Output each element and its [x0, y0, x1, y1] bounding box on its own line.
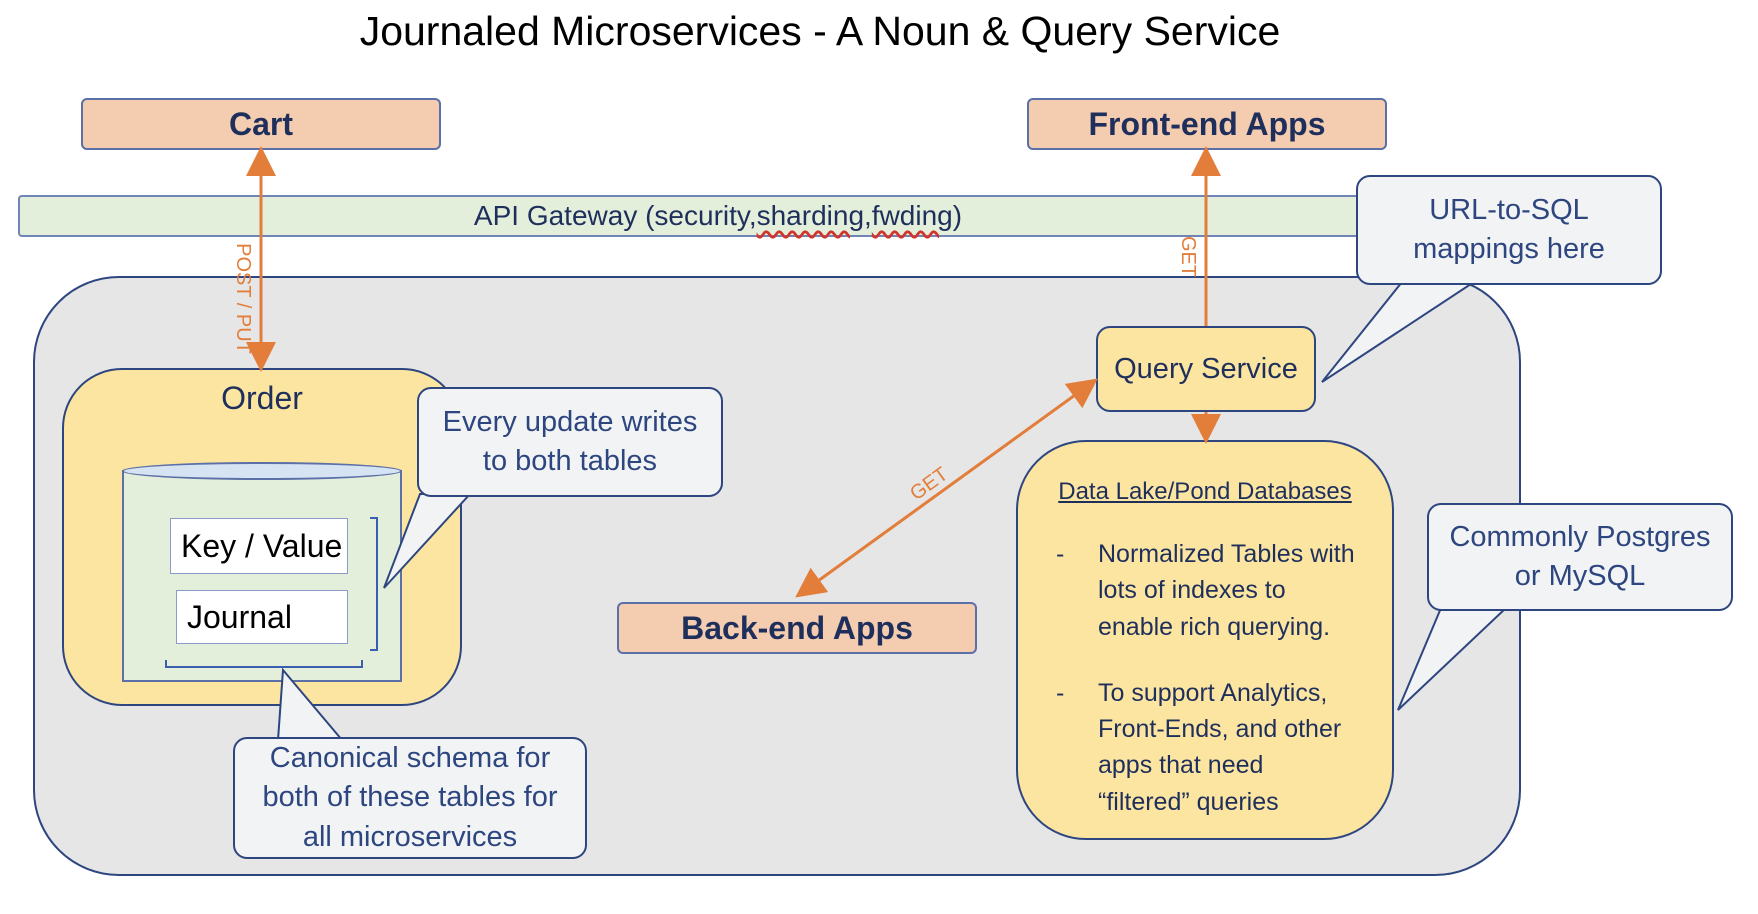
- journal-table: Journal: [176, 590, 348, 644]
- query-service-box: Query Service: [1096, 326, 1316, 412]
- get-front-label: GET: [1177, 235, 1200, 277]
- postgres-callout-tail: [1397, 607, 1509, 711]
- api-gateway-suffix: ): [952, 200, 963, 231]
- backend-query-arrow: [795, 378, 1098, 598]
- data-lake-bullet: - Normalized Tables with lots of indexes…: [1052, 536, 1358, 645]
- schema-bracket: [165, 660, 363, 668]
- url-sql-callout-tail: [1321, 281, 1478, 383]
- api-gateway-sharding: sharding: [756, 200, 865, 231]
- back-end-apps-box: Back-end Apps: [617, 602, 977, 654]
- get-back-label: GET: [906, 462, 953, 505]
- get-front-label-wrap: GET: [1168, 235, 1208, 277]
- bullet-marker: -: [1056, 678, 1065, 707]
- data-lake-title: Data Lake/Pond Databases: [1058, 478, 1352, 505]
- postgres-callout: Commonly Postgres or MySQL: [1427, 503, 1733, 611]
- api-gateway-mid: ,: [864, 200, 872, 231]
- post-put-label: POST / PUT: [231, 242, 254, 354]
- order-label: Order: [221, 380, 303, 416]
- database-cylinder-top: [122, 462, 402, 480]
- database-cylinder: [122, 470, 402, 682]
- get-back-label-wrap: GET: [900, 462, 960, 505]
- bullet-text: Normalized Tables with lots of indexes t…: [1098, 540, 1355, 641]
- tables-bracket: [370, 517, 378, 651]
- diagram-title: Journaled Microservices - A Noun & Query…: [359, 8, 1281, 54]
- api-gateway-fwding: fwding: [871, 200, 953, 231]
- api-gateway-prefix: API Gateway (security,: [473, 200, 757, 231]
- url-to-sql-callout: URL-to-SQL mappings here: [1356, 175, 1662, 285]
- api-gateway-bar: API Gateway (security, sharding, fwding): [18, 195, 1418, 237]
- canonical-schema-callout: Canonical schema for both of these table…: [233, 737, 587, 859]
- every-update-callout-tail: [383, 493, 473, 589]
- post-put-label-wrap: POST / PUT: [202, 238, 282, 358]
- key-value-table: Key / Value: [170, 518, 348, 574]
- every-update-callout: Every update writes to both tables: [417, 387, 723, 497]
- data-lake-bullet: - To support Analytics, Front-Ends, and …: [1052, 675, 1358, 820]
- cart-box: Cart: [81, 98, 441, 150]
- schema-callout-tail: [276, 667, 345, 741]
- bullet-text: To support Analytics, Front-Ends, and ot…: [1098, 678, 1342, 816]
